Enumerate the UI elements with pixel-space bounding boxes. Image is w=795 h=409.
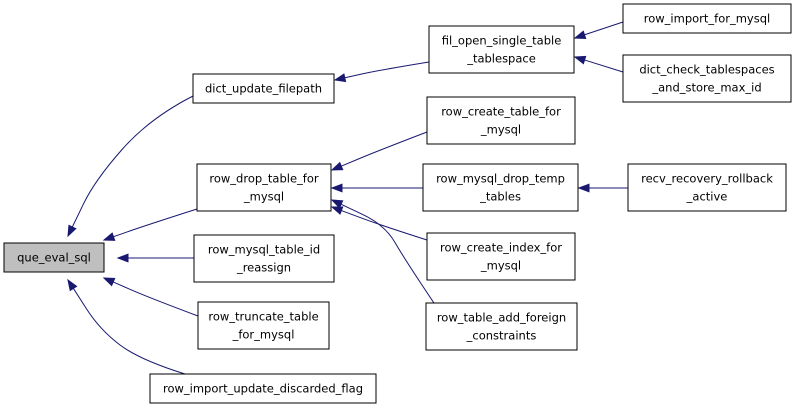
arrowhead <box>330 199 344 209</box>
node-box <box>422 163 579 212</box>
edge-row_create_table_for_mysql-to-row_drop_table_for_mysql <box>330 131 428 171</box>
arrowhead <box>102 232 116 241</box>
node-box <box>426 232 576 281</box>
node-label: recv_recovery_rollback <box>641 172 773 186</box>
edge-line <box>112 281 199 317</box>
edge-row_import_update_discarded_flag-to-que_eval_sql <box>67 278 186 375</box>
edge-line <box>72 287 186 375</box>
edge-dict_update_filepath-to-que_eval_sql <box>67 95 194 238</box>
node-dict-check-tablespaces-and-store-max-id[interactable]: dict_check_tablespaces _and_store_max_id <box>622 54 792 103</box>
edge-line <box>71 95 194 229</box>
arrowhead <box>573 30 587 39</box>
edge-line <box>583 21 624 36</box>
edge-row_mysql_drop_temp_tables-to-row_drop_table_for_mysql <box>330 183 423 193</box>
node-dict-update-filepath[interactable]: dict_update_filepath <box>192 73 335 104</box>
arrowhead <box>330 183 343 193</box>
arrowhead <box>116 253 129 263</box>
node-label: row_create_table_for <box>441 105 561 119</box>
node-box <box>622 54 792 103</box>
arrowhead <box>102 277 116 287</box>
edge-row_import_for_mysql-to-fil_open_single_table_tablespace <box>573 21 624 39</box>
node-row-create-index-for-mysql[interactable]: row_create_index_for _mysql <box>426 232 576 281</box>
edge-recv_recovery_rollback_active-to-row_mysql_drop_temp_tables <box>577 183 628 193</box>
node-label: row_truncate_table <box>208 310 318 324</box>
node-row-import-update-discarded-flag[interactable]: row_import_update_discarded_flag <box>149 373 377 404</box>
node-label: _mysql <box>480 259 521 273</box>
edge-line <box>112 208 198 238</box>
node-label: _mysql <box>480 123 521 137</box>
edge-line <box>583 59 624 73</box>
arrowhead <box>330 206 344 215</box>
arrowhead <box>67 278 78 292</box>
node-box <box>197 301 330 350</box>
node-row-table-add-foreign-constraints[interactable]: row_table_add_foreign _constraints <box>425 302 578 351</box>
node-label: que_eval_sql <box>17 251 91 265</box>
node-label: dict_check_tablespaces <box>639 63 774 77</box>
node-label: _mysql <box>243 190 284 204</box>
node-label: row_create_index_for <box>440 241 562 255</box>
edge-dict_check_tablespaces_and_store_max_id-to-fil_open_single_table_tablespace <box>573 55 624 73</box>
edge-row_mysql_table_id_reassign-to-que_eval_sql <box>116 253 194 263</box>
node-label: _reassign <box>236 261 291 275</box>
edges <box>67 21 628 375</box>
node-label: _tablespace <box>466 52 536 66</box>
node-recv-recovery-rollback-active[interactable]: recv_recovery_rollback _active <box>627 163 787 212</box>
node-row-mysql-table-id-reassign[interactable]: row_mysql_table_id _reassign <box>193 234 335 283</box>
arrowhead <box>67 224 77 238</box>
arrowhead <box>330 161 344 171</box>
node-box <box>149 373 377 404</box>
edge-line <box>340 209 428 241</box>
node-box <box>627 163 787 212</box>
node-box <box>3 242 105 273</box>
node-label: row_import_update_discarded_flag <box>163 382 363 396</box>
node-row-truncate-table-for-mysql[interactable]: row_truncate_table _for_mysql <box>197 301 330 350</box>
edge-line <box>339 203 441 313</box>
node-box <box>193 234 335 283</box>
node-label: row_table_add_foreign <box>437 311 566 325</box>
node-label: _active <box>686 190 728 204</box>
edge-row_create_index_for_mysql-to-row_drop_table_for_mysql <box>330 206 428 241</box>
node-box <box>426 96 576 145</box>
node-row-drop-table-for-mysql[interactable]: row_drop_table_for _mysql <box>196 163 332 212</box>
node-box <box>622 3 792 34</box>
node-label: fil_open_single_table <box>442 34 562 48</box>
edge-row_truncate_table_for_mysql-to-que_eval_sql <box>102 277 199 317</box>
node-que-eval-sql[interactable]: que_eval_sql <box>3 242 105 273</box>
node-row-create-table-for-mysql[interactable]: row_create_table_for _mysql <box>426 96 576 145</box>
node-label: _and_store_max_id <box>651 81 761 95</box>
edge-row_table_add_foreign_constraints-to-row_drop_table_for_mysql <box>330 199 441 313</box>
edge-fil_open_single_table_tablespace-to-dict_update_filepath <box>333 61 430 83</box>
node-label: row_mysql_drop_temp <box>436 172 565 186</box>
node-label: _constraints <box>466 329 537 343</box>
node-box <box>425 302 578 351</box>
edge-line <box>340 131 428 167</box>
edge-line <box>343 61 430 79</box>
node-box <box>192 73 335 104</box>
node-box <box>196 163 332 212</box>
node-label: row_import_for_mysql <box>644 12 770 26</box>
node-row-import-for-mysql[interactable]: row_import_for_mysql <box>622 3 792 34</box>
node-label: row_mysql_table_id <box>208 243 320 257</box>
node-label: _tables <box>479 190 521 204</box>
node-label: dict_update_filepath <box>205 82 322 96</box>
node-row-mysql-drop-temp-tables[interactable]: row_mysql_drop_temp _tables <box>422 163 579 212</box>
arrowhead <box>577 183 590 193</box>
nodes: que_eval_sql dict_update_filepath fil_open… <box>3 3 792 404</box>
arrowhead <box>333 73 347 83</box>
edge-row_drop_table_for_mysql-to-que_eval_sql <box>102 208 198 241</box>
node-box <box>428 25 575 74</box>
arrowhead <box>573 55 587 65</box>
node-fil-open-single-table-tablespace[interactable]: fil_open_single_table _tablespace <box>428 25 575 74</box>
node-label: _for_mysql <box>232 328 295 342</box>
node-label: row_drop_table_for <box>209 172 318 186</box>
